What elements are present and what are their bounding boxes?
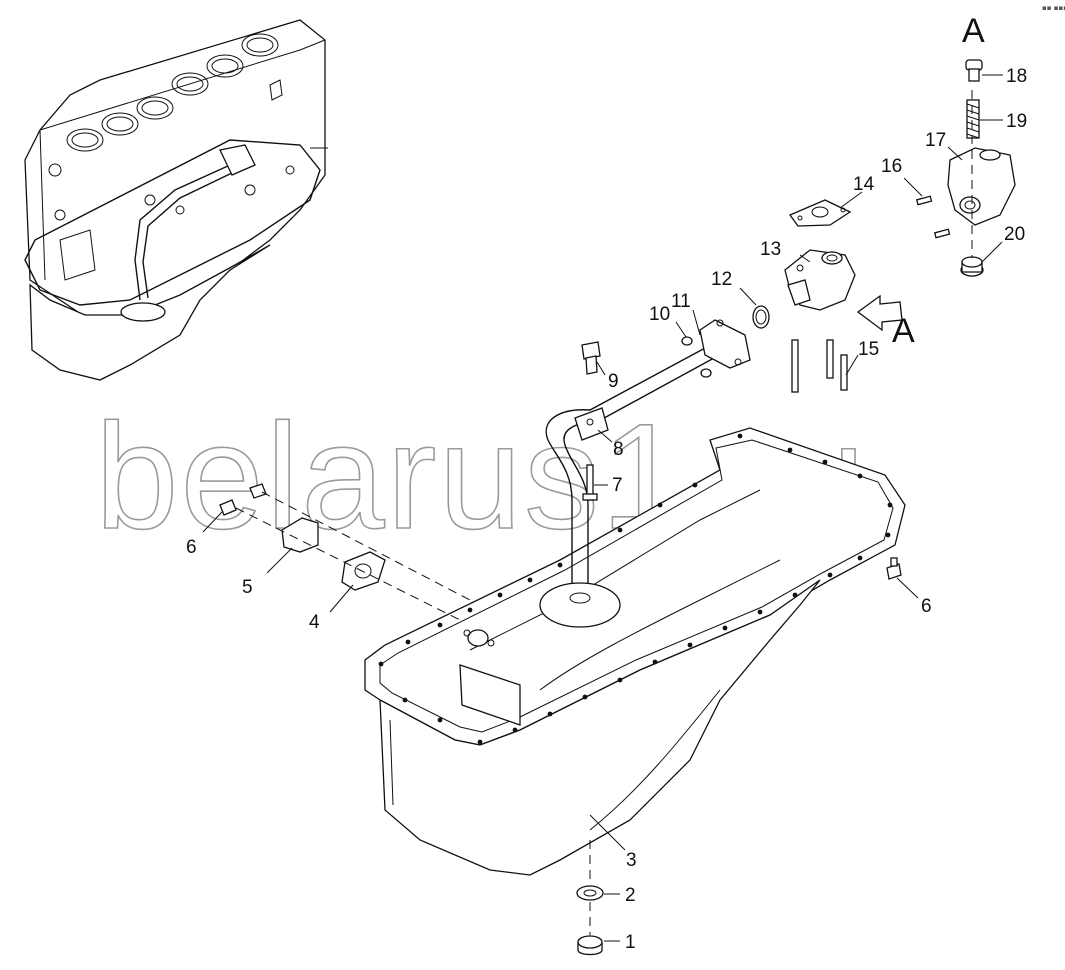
gasket-4 (341, 551, 386, 591)
part-label-18: 18 (1006, 66, 1027, 87)
part-label-11: 11 (671, 291, 691, 312)
view-arrow-label: A (892, 312, 915, 350)
plug-20 (960, 256, 984, 277)
drain-plug-1 (577, 935, 603, 956)
part-label-7: 7 (612, 475, 623, 496)
engine-block-illustration (24, 19, 328, 381)
part-label-4: 4 (309, 612, 320, 633)
part-label-3: 3 (626, 850, 637, 871)
housing-17 (947, 147, 1016, 226)
bolt-6-right (886, 557, 902, 580)
bolt-18 (965, 59, 983, 82)
nut-10 (681, 336, 712, 378)
part-label-15: 15 (858, 339, 879, 360)
detail-view-label: A (962, 12, 985, 50)
housing-13 (784, 249, 856, 311)
part-label-8: 8 (613, 439, 624, 460)
part-labels: 1 2 3 4 5 6 6 7 8 9 10 11 12 13 14 15 16… (186, 66, 1027, 953)
part-label-2: 2 (625, 885, 636, 906)
view-arrow (856, 294, 903, 332)
part-label-1: 1 (625, 932, 636, 953)
leader-lines (202, 74, 1003, 942)
part-label-13: 13 (760, 239, 781, 260)
cover-5 (281, 517, 319, 553)
bolt-9 (581, 341, 601, 375)
part-label-19: 19 (1006, 111, 1027, 132)
part-label-6-right: 6 (921, 596, 932, 617)
bolt-6-left (219, 483, 267, 516)
washer-2 (576, 885, 604, 901)
bolt-15 (791, 339, 848, 393)
gasket-14 (788, 199, 852, 227)
oil-pan-3 (364, 427, 906, 876)
part-label-20: 20 (1004, 224, 1025, 245)
part-label-17: 17 (925, 130, 946, 151)
part-label-14: 14 (853, 174, 875, 195)
part-label-12: 12 (711, 269, 732, 290)
corner-mark: ▪▪ ▪▪▪ (1042, 4, 1065, 12)
part-label-6-left: 6 (186, 537, 197, 558)
spring-19 (966, 99, 980, 139)
bolt-7 (582, 464, 598, 501)
part-label-5: 5 (242, 577, 253, 598)
part-label-10: 10 (649, 304, 670, 325)
part-label-16: 16 (881, 156, 902, 177)
pin-16 (915, 195, 951, 239)
part-label-9: 9 (608, 371, 619, 392)
o-ring-12 (752, 305, 770, 329)
